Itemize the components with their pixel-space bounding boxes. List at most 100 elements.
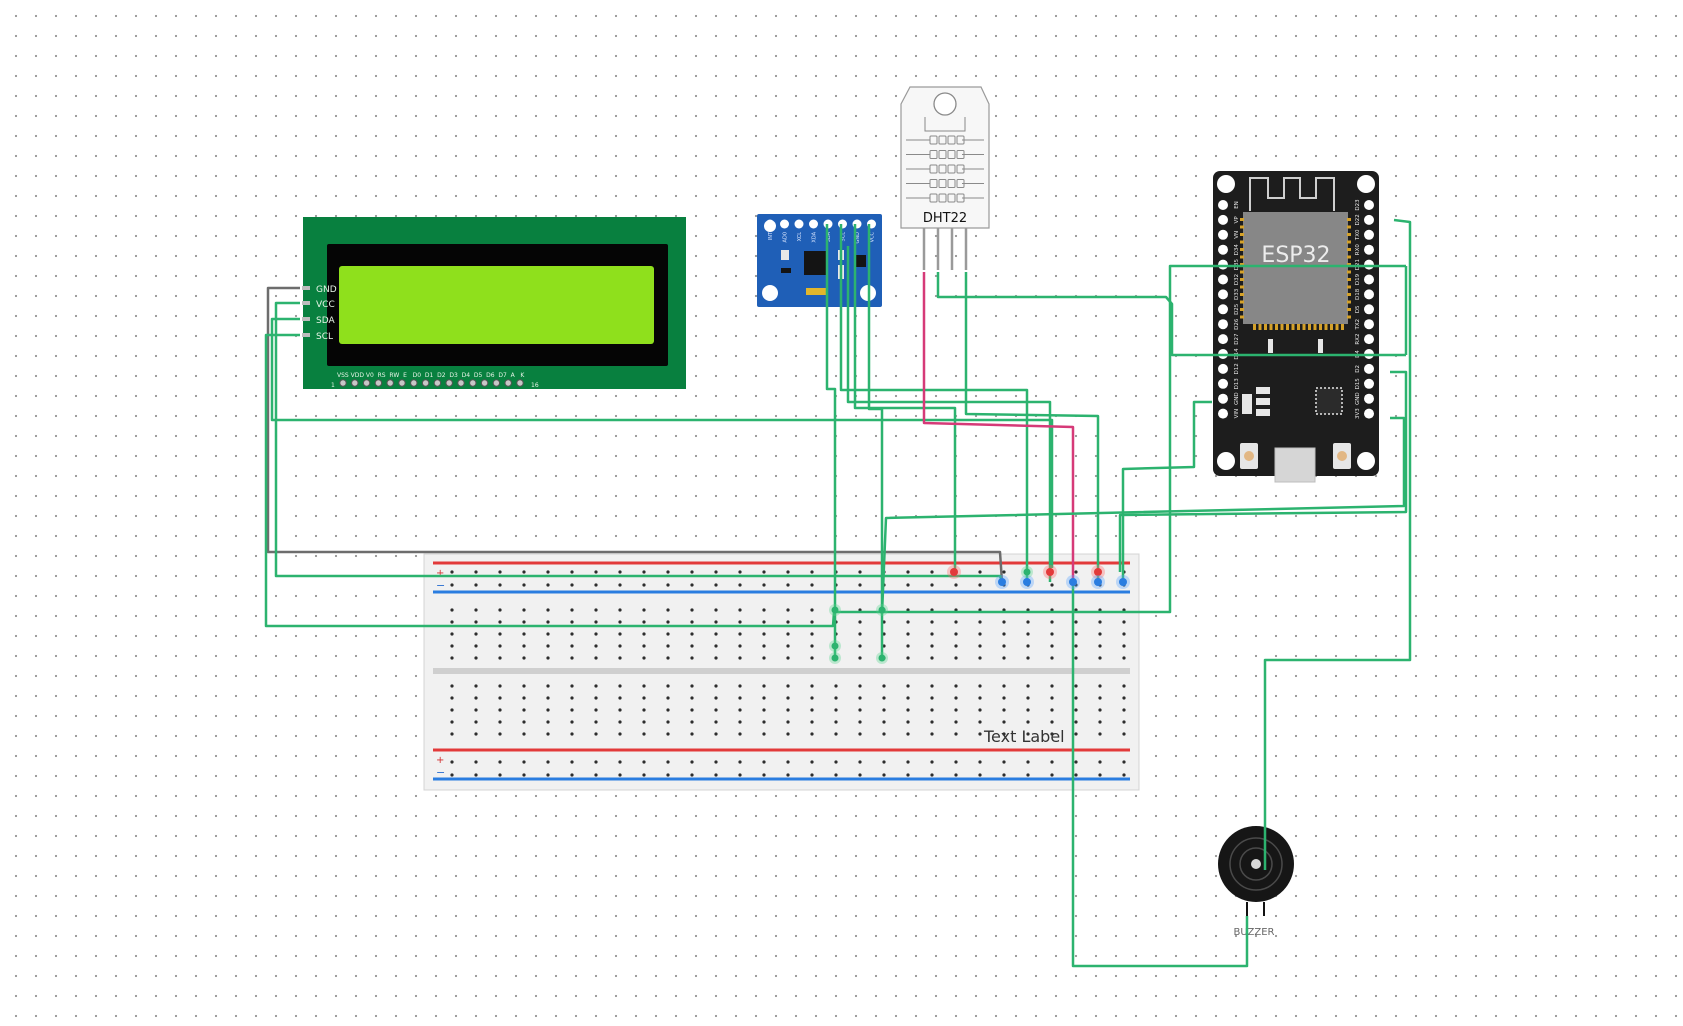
breadboard-hole[interactable] bbox=[930, 570, 934, 574]
breadboard-hole[interactable] bbox=[1074, 732, 1078, 736]
breadboard-hole[interactable] bbox=[810, 608, 814, 612]
breadboard-hole[interactable] bbox=[1050, 760, 1054, 764]
breadboard-hole[interactable] bbox=[474, 696, 478, 700]
breadboard-hole[interactable] bbox=[570, 583, 574, 587]
breadboard-hole[interactable] bbox=[930, 708, 934, 712]
breadboard-hole[interactable] bbox=[1002, 773, 1006, 777]
lcd-header-pin[interactable] bbox=[374, 379, 383, 387]
breadboard-hole[interactable] bbox=[1074, 656, 1078, 660]
breadboard-hole[interactable] bbox=[570, 608, 574, 612]
breadboard-hole[interactable] bbox=[450, 696, 454, 700]
breadboard-hole[interactable] bbox=[498, 773, 502, 777]
breadboard-hole[interactable] bbox=[1050, 708, 1054, 712]
breadboard-hole[interactable] bbox=[810, 732, 814, 736]
breadboard-hole[interactable] bbox=[570, 684, 574, 688]
breadboard-hole[interactable] bbox=[474, 656, 478, 660]
esp-pin-right[interactable] bbox=[1364, 274, 1374, 285]
breadboard-hole[interactable] bbox=[618, 696, 622, 700]
breadboard-hole[interactable] bbox=[1122, 760, 1126, 764]
breadboard-hole[interactable] bbox=[474, 570, 478, 574]
esp-pin-right[interactable] bbox=[1364, 244, 1374, 255]
breadboard-hole[interactable] bbox=[714, 732, 718, 736]
breadboard-hole[interactable] bbox=[690, 583, 694, 587]
breadboard-hole[interactable] bbox=[666, 720, 670, 724]
breadboard-hole[interactable] bbox=[858, 570, 862, 574]
breadboard-hole[interactable] bbox=[882, 732, 886, 736]
breadboard-hole[interactable] bbox=[522, 732, 526, 736]
breadboard-hole[interactable] bbox=[450, 620, 454, 624]
breadboard-hole[interactable] bbox=[882, 684, 886, 688]
breadboard-hole[interactable] bbox=[594, 684, 598, 688]
esp-pin-left[interactable] bbox=[1218, 244, 1228, 255]
breadboard-hole[interactable] bbox=[474, 720, 478, 724]
breadboard-hole[interactable] bbox=[906, 708, 910, 712]
breadboard-hole[interactable] bbox=[906, 696, 910, 700]
breadboard-hole[interactable] bbox=[570, 732, 574, 736]
breadboard-hole[interactable] bbox=[762, 620, 766, 624]
breadboard-hole[interactable] bbox=[666, 583, 670, 587]
wire-dht-vcc[interactable] bbox=[922, 272, 1075, 582]
breadboard-hole[interactable] bbox=[762, 632, 766, 636]
breadboard-hole[interactable] bbox=[546, 696, 550, 700]
breadboard-hole[interactable] bbox=[642, 644, 646, 648]
breadboard-hole[interactable] bbox=[810, 632, 814, 636]
breadboard-hole[interactable] bbox=[1122, 656, 1126, 660]
breadboard-hole[interactable] bbox=[930, 696, 934, 700]
wire-mpu-vcc[interactable] bbox=[853, 224, 957, 572]
breadboard-hole[interactable] bbox=[786, 720, 790, 724]
breadboard-hole[interactable] bbox=[954, 620, 958, 624]
breadboard-hole[interactable] bbox=[570, 644, 574, 648]
breadboard-hole[interactable] bbox=[666, 684, 670, 688]
breadboard-hole[interactable] bbox=[954, 773, 958, 777]
wire-endpoint[interactable] bbox=[1023, 578, 1031, 586]
breadboard-hole[interactable] bbox=[906, 720, 910, 724]
breadboard-hole[interactable] bbox=[858, 632, 862, 636]
breadboard-hole[interactable] bbox=[522, 696, 526, 700]
breadboard-hole[interactable] bbox=[906, 570, 910, 574]
breadboard-hole[interactable] bbox=[810, 760, 814, 764]
lcd-header-pin[interactable] bbox=[445, 379, 453, 387]
breadboard-hole[interactable] bbox=[1026, 620, 1030, 624]
breadboard-hole[interactable] bbox=[738, 570, 742, 574]
breadboard-hole[interactable] bbox=[834, 696, 838, 700]
breadboard-hole[interactable] bbox=[1122, 620, 1126, 624]
breadboard-hole[interactable] bbox=[1098, 620, 1102, 624]
breadboard-hole[interactable] bbox=[762, 760, 766, 764]
breadboard-hole[interactable] bbox=[954, 720, 958, 724]
breadboard-hole[interactable] bbox=[1026, 708, 1030, 712]
breadboard-hole[interactable] bbox=[858, 583, 862, 587]
wire-endpoint[interactable] bbox=[950, 568, 958, 576]
breadboard-hole[interactable] bbox=[498, 632, 502, 636]
breadboard-hole[interactable] bbox=[1002, 570, 1006, 574]
breadboard-hole[interactable] bbox=[858, 708, 862, 712]
breadboard-hole[interactable] bbox=[1074, 760, 1078, 764]
breadboard-hole[interactable] bbox=[1002, 620, 1006, 624]
breadboard-hole[interactable] bbox=[906, 583, 910, 587]
breadboard-hole[interactable] bbox=[954, 708, 958, 712]
breadboard[interactable]: + − + − Text Label bbox=[423, 553, 1140, 791]
lcd-header-pin[interactable] bbox=[516, 379, 524, 387]
wire-mpu-scl[interactable] bbox=[867, 224, 884, 656]
breadboard-hole[interactable] bbox=[738, 620, 742, 624]
breadboard-hole[interactable] bbox=[738, 583, 742, 587]
breadboard-hole[interactable] bbox=[570, 708, 574, 712]
wires[interactable] bbox=[264, 218, 1412, 968]
breadboard-hole[interactable] bbox=[1122, 684, 1126, 688]
lcd-header-pins[interactable] bbox=[302, 286, 524, 387]
breadboard-hole[interactable] bbox=[906, 732, 910, 736]
breadboard-hole[interactable] bbox=[954, 583, 958, 587]
breadboard-hole[interactable] bbox=[1098, 696, 1102, 700]
breadboard-hole[interactable] bbox=[1050, 773, 1054, 777]
mpu-pin[interactable] bbox=[794, 219, 804, 229]
breadboard-hole[interactable] bbox=[954, 644, 958, 648]
breadboard-hole[interactable] bbox=[498, 760, 502, 764]
esp-pin-left[interactable] bbox=[1218, 289, 1228, 300]
breadboard-hole[interactable] bbox=[522, 684, 526, 688]
breadboard-hole[interactable] bbox=[954, 732, 958, 736]
breadboard-hole[interactable] bbox=[618, 620, 622, 624]
breadboard-hole[interactable] bbox=[546, 570, 550, 574]
breadboard-hole[interactable] bbox=[738, 708, 742, 712]
breadboard-hole[interactable] bbox=[1098, 632, 1102, 636]
breadboard-hole[interactable] bbox=[1026, 732, 1030, 736]
breadboard-hole[interactable] bbox=[690, 708, 694, 712]
